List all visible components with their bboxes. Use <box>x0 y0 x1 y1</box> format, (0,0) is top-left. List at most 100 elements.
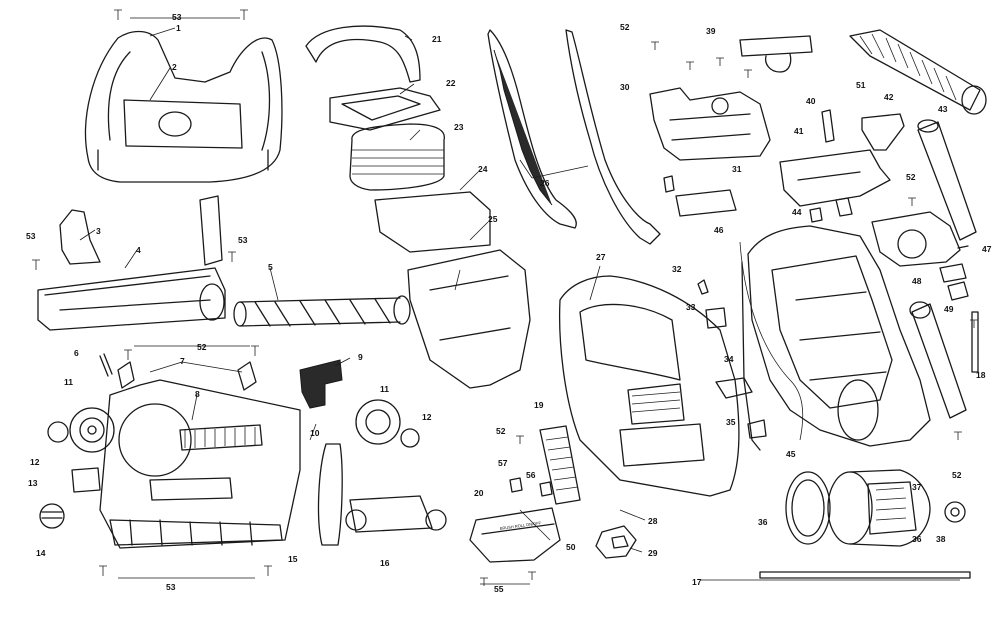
power-cord-part <box>739 241 804 441</box>
callout-39: 39 <box>706 26 716 36</box>
callout-9: 9 <box>358 352 363 362</box>
callout-6: 6 <box>74 348 79 358</box>
callout-37: 37 <box>912 482 922 492</box>
callout-47: 47 <box>982 244 992 254</box>
cord-hook-part <box>663 175 737 217</box>
callout-25: 25 <box>488 214 498 224</box>
callout-33: 33 <box>686 302 696 312</box>
callout-26: 26 <box>540 178 550 188</box>
callout-19: 19 <box>534 400 544 410</box>
crevice-tool-part <box>739 35 813 73</box>
hose-cover-part <box>559 275 740 497</box>
right-tube-part <box>947 281 979 373</box>
handle-tube-part <box>565 29 661 245</box>
callout-52-d: 52 <box>952 470 962 480</box>
callout-41: 41 <box>794 126 804 136</box>
callout-53-mid: 53 <box>238 235 248 245</box>
callout-18: 18 <box>976 370 986 380</box>
callout-45: 45 <box>786 449 796 459</box>
callout-2: 2 <box>172 62 177 72</box>
callout-21: 21 <box>432 34 442 44</box>
callout-38: 38 <box>936 534 946 544</box>
leader-lines <box>79 17 646 585</box>
callout-43: 43 <box>938 104 948 114</box>
handle-bracket-part <box>649 87 771 161</box>
callout-52-a: 52 <box>197 342 207 352</box>
pedal-and-belt-part <box>317 399 447 546</box>
callout-20: 20 <box>474 488 484 498</box>
rear-wheel-left-part <box>39 407 115 529</box>
callout-48: 48 <box>912 276 922 286</box>
callout-22: 22 <box>446 78 456 88</box>
wand-cleaning-part <box>909 301 967 419</box>
top-cover-part <box>779 149 891 223</box>
callout-52-c: 52 <box>906 172 916 182</box>
cord-strip-part <box>700 571 971 581</box>
callout-35: 35 <box>726 417 736 427</box>
motor-assembly-part <box>785 469 966 547</box>
callout-27: 27 <box>596 252 606 262</box>
callout-55: 55 <box>494 584 504 594</box>
nozzle-body-part <box>99 379 301 549</box>
callout-53-bottom: 53 <box>166 582 176 592</box>
callout-labels-main: 1 2 3 4 5 6 7 8 9 10 11 11 12 12 13 14 1… <box>26 12 992 594</box>
callout-1: 1 <box>176 23 181 33</box>
callout-53-left: 53 <box>26 231 36 241</box>
callout-29: 29 <box>648 548 658 558</box>
callout-23: 23 <box>454 122 464 132</box>
clips-part <box>117 359 343 409</box>
callout-32: 32 <box>672 264 682 274</box>
upholstery-tool-part <box>821 109 905 151</box>
brushroll-part <box>233 295 411 327</box>
hose-inlet-part <box>871 211 969 283</box>
carry-handle-part <box>305 25 421 83</box>
hose-part <box>849 29 987 115</box>
side-tray-part: BRUSH ROLL ON/OFF <box>469 507 561 563</box>
handle-decal-text: BRUSH ROLL ON/OFF <box>499 520 541 531</box>
callout-31: 31 <box>732 164 742 174</box>
callout-11-left: 11 <box>64 377 73 387</box>
callout-50: 50 <box>566 542 576 552</box>
dirt-cup-part <box>407 249 531 389</box>
callout-11-right: 11 <box>380 384 389 394</box>
callout-13: 13 <box>28 478 38 488</box>
callout-10: 10 <box>310 428 320 438</box>
callout-30: 30 <box>620 82 630 92</box>
callout-3: 3 <box>96 226 101 236</box>
callout-40: 40 <box>806 96 816 106</box>
callout-15: 15 <box>288 554 298 564</box>
callout-53-top: 53 <box>172 12 182 22</box>
callout-12-right: 12 <box>422 412 432 422</box>
callout-44: 44 <box>792 207 802 217</box>
callout-56: 56 <box>526 470 536 480</box>
callout-17: 17 <box>692 577 702 587</box>
callout-4: 4 <box>136 245 141 255</box>
callout-52-e: 52 <box>496 426 506 436</box>
filter-parts <box>329 87 491 253</box>
filter-screen-part <box>539 425 581 505</box>
callout-51: 51 <box>856 80 866 90</box>
callout-34: 34 <box>724 354 734 364</box>
callout-8: 8 <box>195 389 200 399</box>
callout-16: 16 <box>380 558 390 568</box>
callout-52-b: 52 <box>620 22 630 32</box>
callout-46: 46 <box>714 225 724 235</box>
callout-36-left: 36 <box>758 517 768 527</box>
belt-part <box>99 353 113 377</box>
callout-14: 14 <box>36 548 46 558</box>
callout-36-right: 36 <box>912 534 922 544</box>
callout-24: 24 <box>478 164 488 174</box>
callout-7: 7 <box>180 356 185 366</box>
nozzle-base-part <box>37 195 226 331</box>
extension-wand-part <box>917 119 977 241</box>
nozzle-hood-part <box>84 30 283 183</box>
callout-5: 5 <box>268 262 273 272</box>
small-parts-center <box>509 279 767 559</box>
callout-28: 28 <box>648 516 658 526</box>
callout-42: 42 <box>884 92 894 102</box>
callout-57: 57 <box>498 458 508 468</box>
screw-icons <box>32 9 978 586</box>
callout-49: 49 <box>944 304 954 314</box>
callout-12-left: 12 <box>30 457 40 467</box>
